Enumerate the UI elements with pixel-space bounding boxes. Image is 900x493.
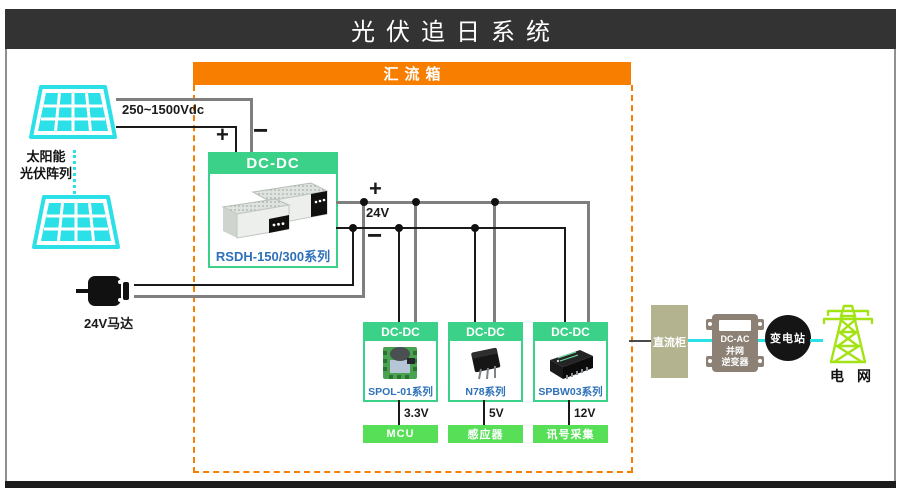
grid-label: 电网 [830,368,884,384]
psu-back-unit [251,182,329,226]
solar-panel-icon [29,85,117,139]
solar-panel-icon [32,195,120,249]
wire-substation-to-grid [810,339,823,342]
wire-module2-out [483,400,485,425]
wire-positive-motor-h [134,295,365,298]
inverter-vent-slot [719,320,751,331]
inverter-label: DC-AC 并网 逆变器 [720,334,750,368]
inverter-mount-tab [756,356,764,367]
wire-positive-drop-1 [414,203,417,322]
bus-minus-symbol: − [367,220,383,250]
module3-output-label: 12V [574,406,596,420]
module2-output-label: 5V [489,406,504,420]
wire-to-dc-cabinet [629,340,651,342]
wire-positive-drop-3 [587,201,590,322]
wire-positive-motor-v [362,203,365,298]
combiner-label: 汇流箱 [383,66,447,83]
wire-inverter-to-substation [758,339,767,342]
junction-dot [349,224,357,232]
wire-solar-positive-v [235,126,237,153]
psu-front-unit [221,198,291,239]
wire-cabinet-to-inverter [688,339,713,342]
wire-solar-negative-v [250,98,253,153]
inverter-mount-tab [706,356,714,367]
dcdc-module-n78: DC-DC N78系列 [448,322,523,402]
inverter-mount-tab [706,319,714,330]
module-series-label: N78系列 [465,386,506,398]
wire-negative-drop-3 [564,227,566,322]
wire-solar-negative-h [116,98,253,101]
rsdh-product-image [221,182,329,239]
page-title: 光伏追日系统 [351,18,561,46]
spbw03-product-image [549,350,593,379]
solar-array-label: 太阳能 光伏阵列 [19,149,72,181]
panel-link-dotted-line [73,150,76,194]
motor-icon [76,276,129,306]
main-dcdc-header: DC-DC [210,154,336,174]
load-box-sensor: 感应器 [448,425,523,443]
wire-negative-bus [336,227,566,229]
title-bar: 光伏追日系统 [5,9,896,49]
junction-dot [395,224,403,232]
wire-negative-motor-v [352,228,354,286]
n78-product-image [470,347,500,380]
combiner-banner: 汇流箱 [193,62,631,85]
bottom-bar [5,481,896,488]
grid-tie-inverter: DC-AC 并网 逆变器 [706,314,764,372]
wire-negative-drop-1 [398,228,400,322]
junction-dot [412,198,420,206]
substation-node: 变电站 [765,315,811,361]
load-box-mcu: MCU [363,425,438,443]
spol01-product-image [382,347,417,379]
dc-cabinet: 直流柜 [651,305,688,378]
wire-module1-out [398,400,400,425]
input-plus-symbol: + [216,122,229,147]
wire-negative-motor-h [134,284,354,286]
junction-dot [471,224,479,232]
main-series-label: RSDH-150/300系列 [215,249,331,264]
wire-positive-bus [336,201,590,204]
module-series-label: SPOL-01系列 [368,386,433,398]
wire-module3-out [568,400,570,425]
combiner-dashed-region [193,85,633,473]
power-grid-tower-icon [822,304,874,364]
module-series-label: SPBW03系列 [538,386,603,398]
module-header: DC-DC [365,324,436,341]
module1-output-label: 3.3V [404,406,429,420]
inverter-mount-tab [756,319,764,330]
wire-solar-positive-h [116,126,237,128]
module-header: DC-DC [535,324,606,341]
input-minus-symbol: − [253,115,269,145]
module-header: DC-DC [450,324,521,341]
input-voltage-label: 250~1500Vdc [122,102,205,117]
junction-dot [491,198,499,206]
bus-voltage-label: 24V [366,205,390,220]
dcdc-module-spol01: DC-DC SPOL-01系列 [363,322,438,402]
dcdc-module-spbw03: DC-DC SPBW03系列 [533,322,608,402]
wire-negative-drop-2 [474,228,476,322]
main-dcdc-converter: DC-DC RSDH-150/3 [208,152,338,268]
bus-plus-symbol: + [369,176,382,201]
load-box-signal: 讯号采集 [533,425,608,443]
motor-label: 24V马达 [84,316,134,331]
junction-dot [360,198,368,206]
wire-positive-drop-2 [493,203,496,322]
